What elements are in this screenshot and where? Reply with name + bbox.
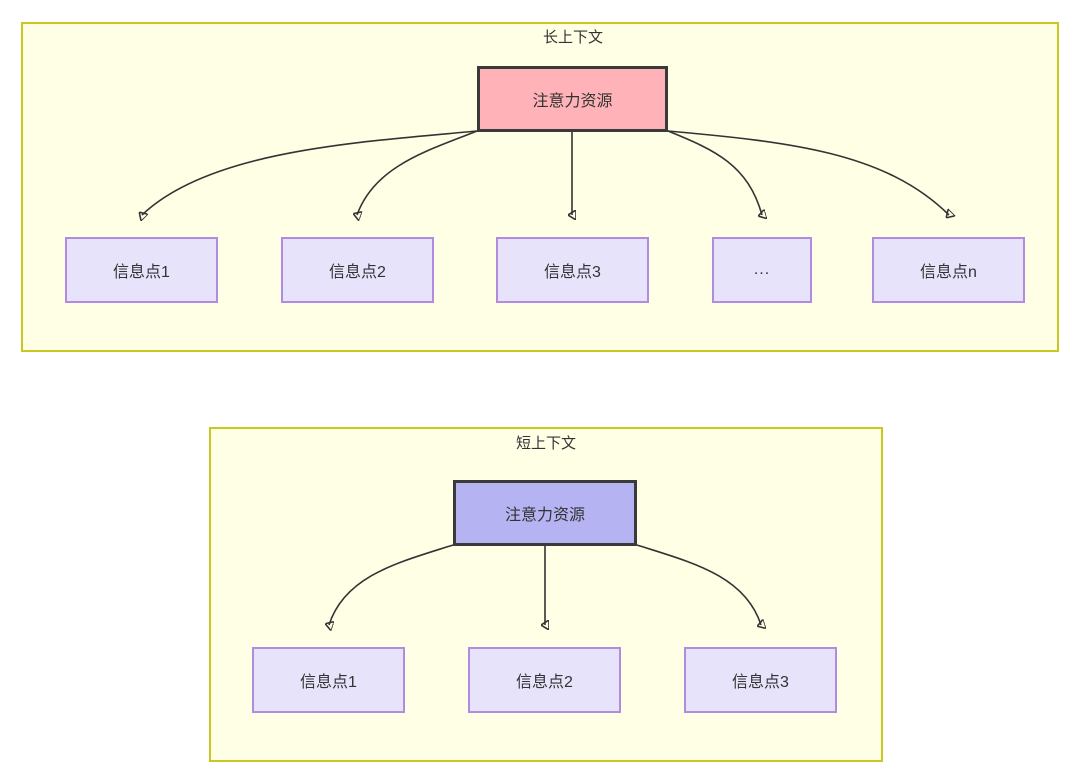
- node-leaf-short-3[interactable]: 信息点3: [684, 647, 837, 713]
- node-root-short-context-label: 注意力资源: [504, 507, 585, 524]
- node-leaf-long-2[interactable]: 信息点2: [281, 237, 434, 303]
- node-leaf-long-1-label: 信息点1: [113, 264, 170, 281]
- node-leaf-long-2-label: 信息点2: [329, 264, 386, 281]
- node-leaf-long-1[interactable]: 信息点1: [65, 237, 218, 303]
- node-leaf-short-1[interactable]: 信息点1: [252, 647, 405, 713]
- node-leaf-long-ellipsis-label: ...: [753, 261, 771, 278]
- node-leaf-long-n[interactable]: 信息点n: [872, 237, 1025, 303]
- node-leaf-long-ellipsis[interactable]: ...: [712, 237, 812, 303]
- node-leaf-short-1-label: 信息点1: [300, 674, 357, 691]
- node-leaf-short-3-label: 信息点3: [732, 674, 789, 691]
- node-leaf-short-2[interactable]: 信息点2: [468, 647, 621, 713]
- group-title-long-context: 长上下文: [542, 29, 603, 46]
- node-root-long-context-label: 注意力资源: [532, 93, 613, 110]
- group-title-short-context: 短上下文: [515, 435, 576, 452]
- node-root-long-context[interactable]: 注意力资源: [477, 66, 668, 132]
- node-root-short-context[interactable]: 注意力资源: [453, 480, 637, 546]
- node-leaf-long-3-label: 信息点3: [544, 264, 601, 281]
- node-leaf-short-2-label: 信息点2: [516, 674, 573, 691]
- node-leaf-long-n-label: 信息点n: [920, 264, 977, 281]
- node-leaf-long-3[interactable]: 信息点3: [496, 237, 649, 303]
